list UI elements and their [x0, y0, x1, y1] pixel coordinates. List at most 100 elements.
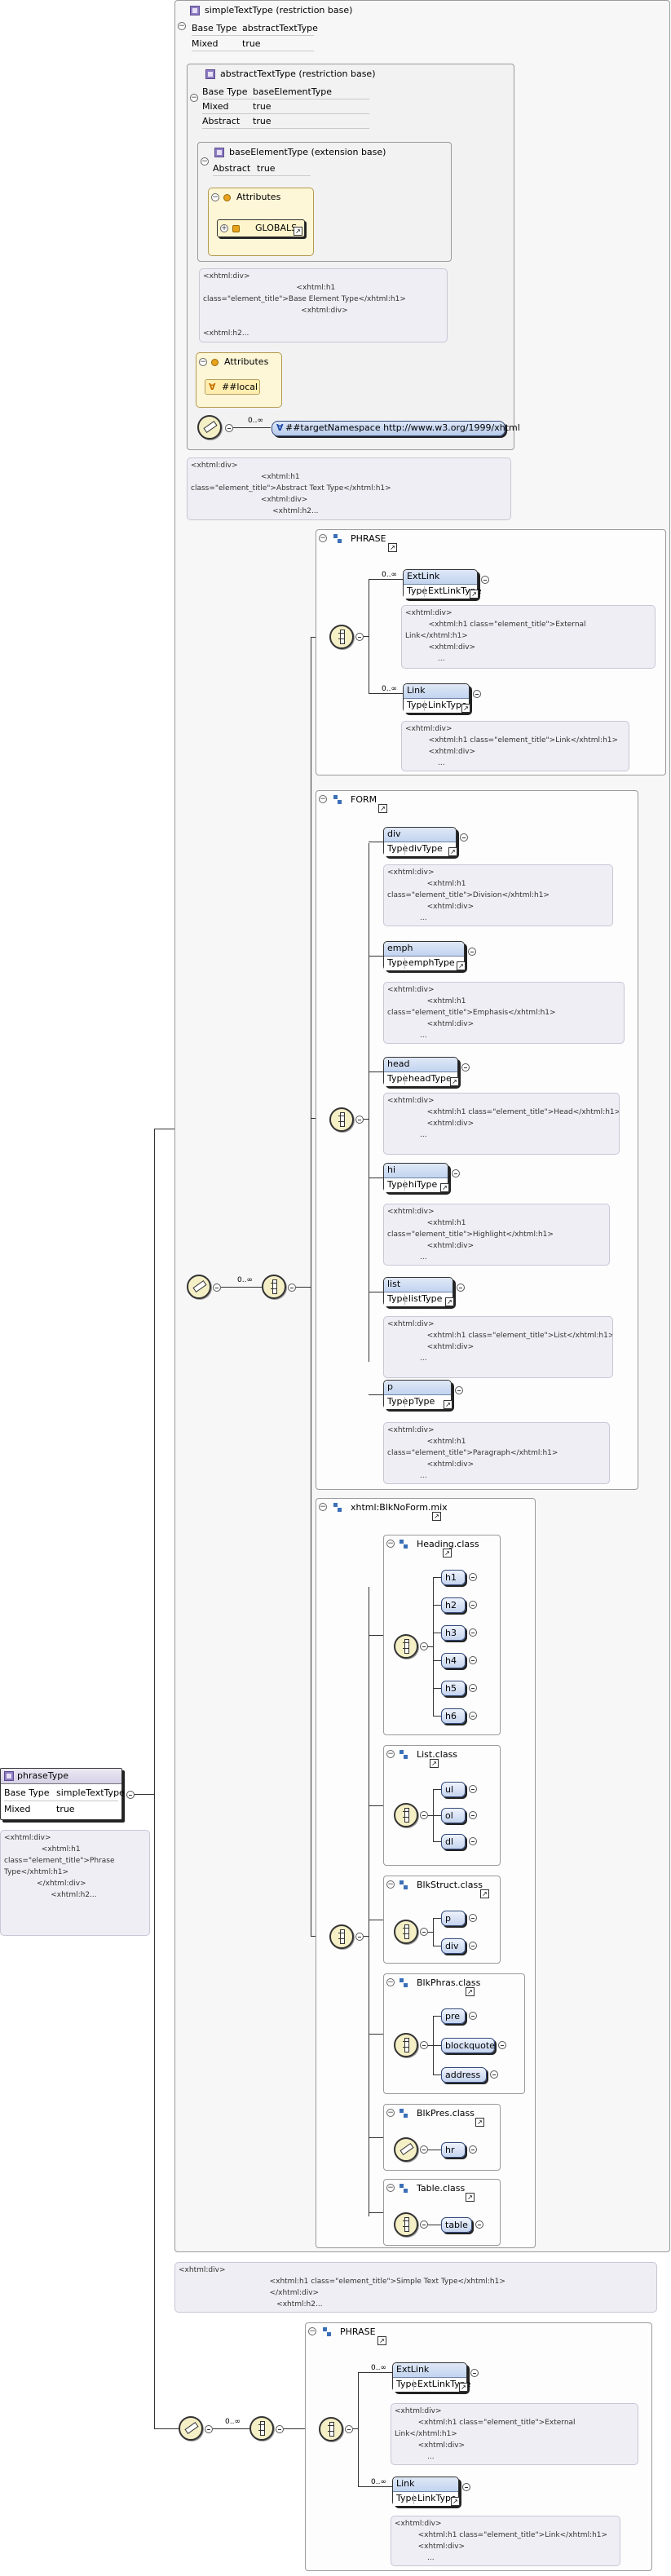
choice-compositor[interactable]: [329, 1924, 354, 1949]
connector-line: [433, 1688, 441, 1689]
element-h4[interactable]: h4: [441, 1653, 466, 1668]
external-link-icon[interactable]: ↗: [388, 543, 397, 552]
element-h5[interactable]: h5: [441, 1681, 466, 1696]
collapse-toggle[interactable]: −: [386, 1750, 395, 1758]
sequence-compositor[interactable]: [319, 2417, 343, 2441]
external-link-icon[interactable]: ↗: [461, 704, 470, 713]
divider: [404, 958, 405, 969]
sequence-compositor[interactable]: [394, 2212, 418, 2237]
element-table[interactable]: table: [441, 2217, 472, 2233]
collapse-toggle[interactable]: −: [211, 193, 219, 201]
collapse-toggle[interactable]: −: [386, 2109, 395, 2117]
external-link-icon[interactable]: ↗: [377, 2336, 386, 2345]
sequence-compositor[interactable]: [329, 1107, 354, 1132]
sequence-compositor[interactable]: [262, 1275, 286, 1299]
connector-line: [428, 1815, 433, 1816]
expand-toggle[interactable]: +: [220, 224, 228, 232]
element-blockquote[interactable]: blockquote: [441, 2038, 495, 2053]
element-div[interactable]: div: [441, 1938, 466, 1954]
collapse-toggle[interactable]: −: [178, 22, 186, 30]
collapse-toggle[interactable]: −: [199, 358, 207, 366]
external-link-icon[interactable]: ↗: [440, 1183, 449, 1192]
external-link-icon[interactable]: ↗: [480, 1889, 489, 1898]
element-p[interactable]: p: [441, 1911, 466, 1926]
collapse-toggle[interactable]: −: [386, 1540, 395, 1548]
choice-compositor[interactable]: [187, 1275, 211, 1299]
element-name: table: [445, 2220, 468, 2230]
external-link-icon[interactable]: ↗: [430, 1759, 439, 1768]
element-h6[interactable]: h6: [441, 1708, 466, 1724]
sequence-compositor[interactable]: [249, 2416, 274, 2441]
element-ol[interactable]: ol: [441, 1808, 466, 1823]
collapse-toggle[interactable]: −: [201, 157, 209, 166]
external-link-icon[interactable]: ↗: [475, 2118, 484, 2127]
collapse-toggle[interactable]: −: [308, 2327, 316, 2335]
external-link-icon[interactable]: ↗: [294, 227, 302, 236]
element-address[interactable]: address: [441, 2067, 487, 2083]
element-ul[interactable]: ul: [441, 1782, 466, 1797]
collapse-toggle[interactable]: −: [319, 795, 327, 803]
collapse-toggle[interactable]: −: [386, 1978, 395, 1986]
element-h2[interactable]: h2: [441, 1597, 466, 1613]
external-link-icon[interactable]: ↗: [443, 1549, 452, 1558]
choice-compositor[interactable]: [394, 2137, 418, 2162]
sequence-compositor[interactable]: [394, 1634, 418, 1659]
group-icon: [333, 794, 344, 806]
external-link-icon[interactable]: ↗: [470, 590, 479, 599]
external-link-icon[interactable]: ↗: [444, 1400, 452, 1409]
external-link-icon[interactable]: ↗: [451, 2497, 460, 2506]
target-namespace-wildcard[interactable]: ∀ ##targetNamespace http://www.w3.org/19…: [271, 421, 520, 436]
collapse-toggle[interactable]: −: [319, 1503, 327, 1511]
sequence-compositor[interactable]: [394, 1920, 418, 1944]
mixed-value: true: [56, 1804, 75, 1814]
collapse-toggle[interactable]: −: [386, 1880, 395, 1889]
element-pre[interactable]: pre: [441, 2008, 466, 2024]
element-h1[interactable]: h1: [441, 1570, 466, 1585]
local-attribute-wildcard[interactable]: ##local ∀: [205, 379, 260, 395]
choice-compositor[interactable]: [179, 2416, 203, 2441]
external-link-icon[interactable]: ↗: [466, 2193, 475, 2202]
collapse-toggle[interactable]: −: [190, 94, 198, 102]
external-link-icon[interactable]: ↗: [432, 1512, 441, 1521]
external-link-icon[interactable]: ↗: [457, 961, 466, 970]
external-link-icon[interactable]: ↗: [450, 1077, 459, 1086]
collapse-toggle[interactable]: −: [319, 534, 327, 542]
element-hr[interactable]: hr: [441, 2142, 466, 2158]
external-link-icon[interactable]: ↗: [466, 1987, 475, 1996]
any-wildcard-compositor[interactable]: [197, 415, 222, 440]
divider: [413, 2494, 414, 2504]
collapse-toggle[interactable]: −: [386, 2184, 395, 2192]
external-link-icon[interactable]: ↗: [459, 2383, 468, 2392]
globals-attribute-group[interactable]: + GLOBALS ↗: [217, 219, 305, 237]
element-name: pre: [445, 2011, 461, 2021]
type-label: Type: [387, 1396, 408, 1407]
sequence-compositor[interactable]: [394, 1803, 418, 1827]
sequence-compositor[interactable]: [394, 2033, 418, 2057]
external-link-icon[interactable]: ↗: [378, 804, 387, 813]
element-name: hr: [445, 2145, 455, 2155]
element-name: h2: [445, 1600, 457, 1611]
divider: [404, 1074, 405, 1085]
element-name: ol: [445, 1810, 453, 1821]
external-link-icon[interactable]: ↗: [448, 847, 457, 856]
extlink-documentation: <xhtml:div> <xhtml:h1 class="element_tit…: [391, 2403, 638, 2465]
group-icon: [322, 2326, 333, 2338]
element-dl[interactable]: dl: [441, 1834, 466, 1849]
external-link-icon[interactable]: ↗: [445, 1297, 454, 1306]
sequence-compositor[interactable]: [329, 625, 354, 649]
element-h3[interactable]: h3: [441, 1625, 466, 1641]
phrase-type-root[interactable]: phraseType Base Type simpleTextType Mixe…: [0, 1768, 125, 1820]
element-name: div: [384, 828, 456, 842]
